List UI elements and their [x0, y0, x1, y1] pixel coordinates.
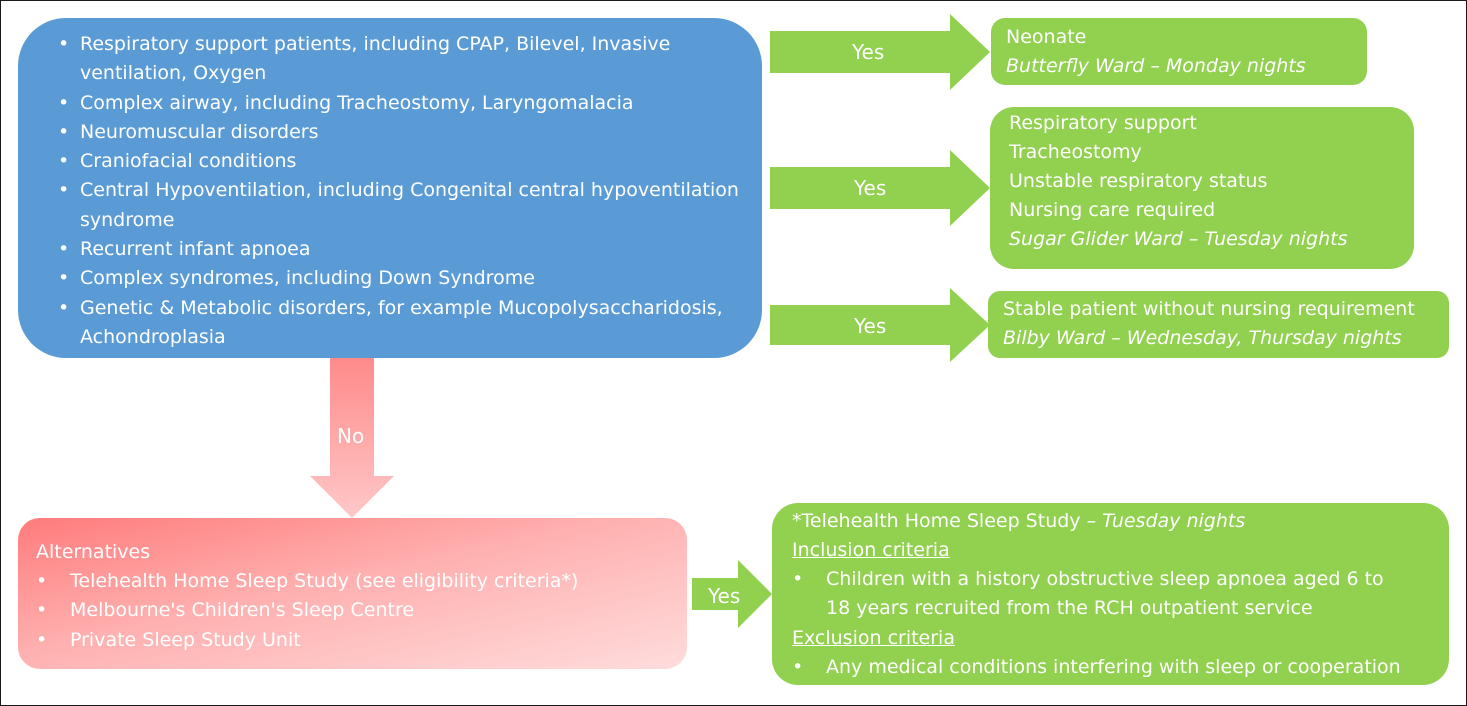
bilby-ward-schedule: Bilby Ward – Wednesday, Thursday nights [1003, 327, 1402, 349]
sugar-glider-criterion: Tracheostomy [1009, 141, 1142, 163]
inclusion-list: Children with a history obstructive slee… [792, 565, 1412, 624]
alternative-item: Private Sleep Study Unit [36, 626, 687, 656]
yes-arrow-neonate [770, 14, 990, 90]
inclusion-heading: Inclusion criteria [792, 539, 950, 561]
inclusion-item: Children with a history obstructive slee… [792, 565, 1412, 624]
alternatives-box: Alternatives Telehealth Home Sleep Study… [18, 518, 687, 669]
criteria-item: Complex syndromes, including Down Syndro… [58, 264, 742, 294]
no-arrow [310, 358, 394, 518]
telehealth-title-text: *Telehealth Home Sleep Study – [792, 510, 1103, 532]
butterfly-ward-schedule: Butterfly Ward – Monday nights [1006, 55, 1306, 77]
criteria-item: Respiratory support patients, including … [58, 30, 742, 89]
no-label: No [337, 424, 365, 448]
yes-label-bilby: Yes [854, 314, 887, 338]
yes-arrow-sugar-glider [770, 150, 990, 226]
criteria-item: Craniofacial conditions [58, 147, 742, 177]
criteria-item: Recurrent infant apnoea [58, 235, 742, 265]
criteria-item: Genetic & Metabolic disorders, for examp… [58, 294, 742, 353]
butterfly-ward-box: Neonate Butterfly Ward – Monday nights [991, 18, 1367, 85]
alternative-item: Telehealth Home Sleep Study (see eligibi… [36, 567, 687, 597]
criteria-item: Central Hypoventilation, including Conge… [58, 176, 742, 235]
alternatives-heading: Alternatives [36, 541, 151, 563]
neonate-label: Neonate [1006, 26, 1087, 48]
sugar-glider-criterion: Unstable respiratory status [1009, 170, 1268, 192]
exclusion-list: Any medical conditions interfering with … [792, 653, 1449, 683]
sugar-glider-criterion: Respiratory support [1009, 112, 1197, 134]
telehealth-night: Tuesday nights [1102, 510, 1246, 532]
yes-label-sugar-glider: Yes [854, 176, 887, 200]
yes-label-neonate: Yes [852, 40, 885, 64]
alternative-item: Melbourne's Children's Sleep Centre [36, 596, 687, 626]
sugar-glider-ward-box: Respiratory support Tracheostomy Unstabl… [990, 107, 1414, 269]
bilby-criterion: Stable patient without nursing requireme… [1003, 298, 1415, 320]
exclusion-item: Any medical conditions interfering with … [792, 653, 1449, 683]
bilby-ward-box: Stable patient without nursing requireme… [988, 291, 1449, 358]
telehealth-box: *Telehealth Home Sleep Study – Tuesday n… [772, 503, 1449, 685]
criteria-item: Neuromuscular disorders [58, 118, 742, 148]
yes-arrow-bilby [770, 288, 990, 362]
criteria-item: Complex airway, including Tracheostomy, … [58, 89, 742, 119]
telehealth-title: *Telehealth Home Sleep Study – Tuesday n… [792, 507, 1449, 536]
yes-arrow-telehealth [692, 560, 772, 628]
exclusion-heading: Exclusion criteria [792, 626, 955, 649]
alternatives-list: Telehealth Home Sleep Study (see eligibi… [36, 567, 687, 655]
criteria-list: Respiratory support patients, including … [58, 30, 742, 352]
sugar-glider-criterion: Nursing care required [1009, 199, 1216, 221]
referral-criteria-box: Respiratory support patients, including … [18, 18, 762, 358]
sugar-glider-ward-schedule: Sugar Glider Ward – Tuesday nights [1009, 228, 1348, 250]
yes-label-telehealth: Yes [708, 584, 741, 608]
